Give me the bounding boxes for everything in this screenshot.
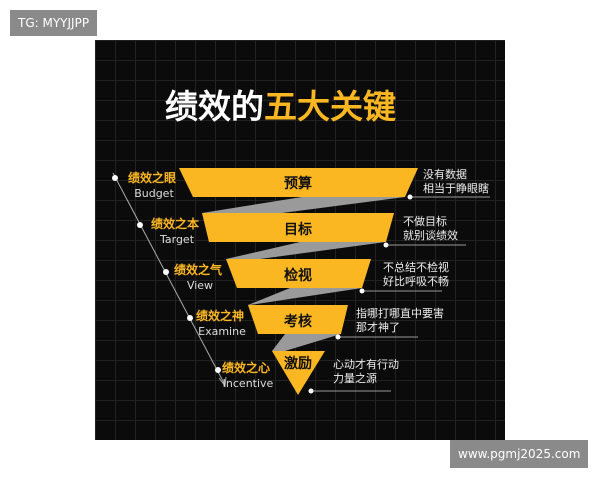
funnel-band	[226, 259, 371, 288]
funnel-connector	[248, 288, 362, 305]
funnel-band	[248, 305, 348, 334]
watermark-top-left: TG: MYYJJPP	[10, 10, 98, 36]
level-en-label: Target	[159, 233, 195, 246]
level-cn-label: 绩效之心	[222, 360, 270, 375]
title-yellow: 五大关键	[264, 87, 396, 126]
funnel-connector	[202, 197, 405, 213]
level-cn-label: 绩效之神	[196, 308, 244, 323]
level-en-label: Budget	[134, 187, 174, 200]
funnel-key-label: 目标	[284, 221, 312, 238]
funnel-band	[179, 168, 418, 197]
description-line-2: 好比呼吸不畅	[383, 274, 449, 288]
description-dot	[359, 288, 365, 294]
level-en-label: View	[187, 279, 213, 292]
funnel-band	[202, 213, 394, 242]
description-dot	[383, 242, 389, 248]
funnel-key-label: 检视	[284, 267, 312, 284]
description-dot	[308, 388, 314, 394]
funnel-connector	[272, 334, 341, 351]
timeline-dot	[137, 222, 143, 228]
diagonal-arrow-line	[112, 172, 226, 386]
level-cn-label: 绩效之眼	[128, 170, 176, 185]
funnel-key-label: 激励	[284, 355, 312, 372]
level-cn-label: 绩效之本	[151, 216, 199, 231]
title-white: 绩效的	[165, 87, 264, 126]
funnel-key-label: 考核	[284, 313, 312, 330]
description-line-1: 没有数据	[423, 167, 467, 181]
timeline-dot	[215, 367, 221, 373]
funnel-connector	[226, 242, 386, 259]
description-line-1: 不做目标	[403, 214, 447, 228]
description-line-1: 心动才有行动	[333, 357, 399, 371]
level-cn-label: 绩效之气	[174, 262, 222, 277]
funnel-key-label: 预算	[284, 175, 312, 192]
description-line-2: 力量之源	[333, 371, 377, 385]
level-en-label: Examine	[198, 325, 246, 338]
description-line-1: 不总结不检视	[383, 260, 449, 274]
watermark-bottom-right: www.pgmj2025.com	[450, 440, 589, 468]
level-en-label: Incentive	[223, 377, 274, 390]
timeline-dot	[187, 315, 193, 321]
description-dot	[335, 334, 341, 340]
description-dot	[407, 194, 413, 200]
timeline-dot	[163, 269, 169, 275]
timeline-dot	[112, 175, 118, 181]
description-line-2: 相当于睁眼瞎	[423, 181, 489, 195]
funnel-tip	[272, 351, 325, 395]
svg-text:绩效的五大关键: 绩效的五大关键	[165, 87, 396, 126]
arrow-head-icon	[218, 376, 227, 388]
description-line-2: 就别谈绩效	[403, 228, 458, 242]
description-line-2: 那才神了	[356, 320, 400, 334]
description-line-1: 指哪打哪直中要害	[356, 306, 444, 320]
